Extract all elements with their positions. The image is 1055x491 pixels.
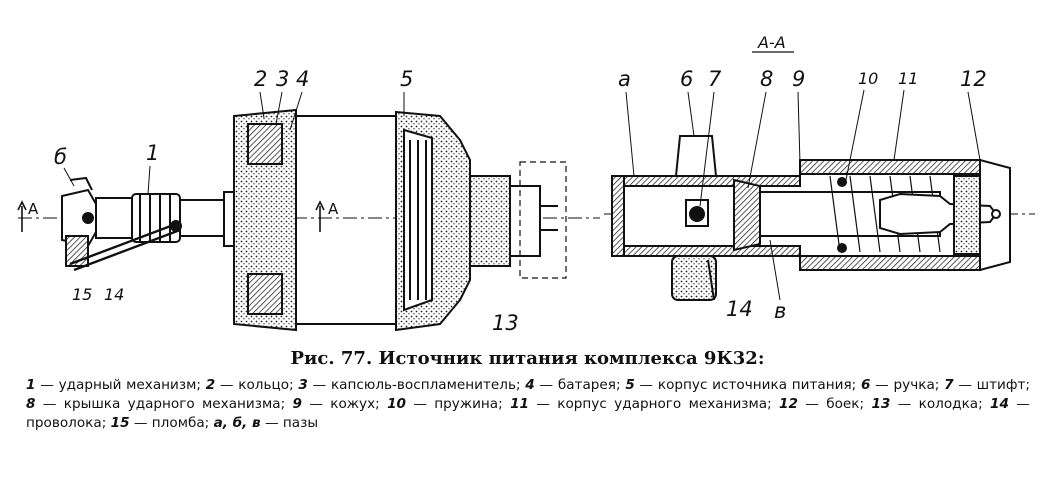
legend-item: 10 — пружина; — [387, 396, 503, 412]
legend-item: 3 — капсюль-воспламенитель; — [298, 377, 521, 393]
left-assembly-view — [17, 108, 600, 332]
callout-11: 11 — [898, 69, 918, 88]
legend-item: 1 — ударный механизм; — [26, 377, 201, 393]
callout-12: 12 — [960, 67, 987, 91]
legend-item: 15 — пломба; — [110, 415, 210, 431]
callout-6: 6 — [680, 67, 693, 91]
callout-10: 10 — [858, 69, 878, 88]
legend-item: 7 — штифт; — [944, 377, 1030, 393]
figure-caption: Рис. 77. Источник питания комплекса 9К32… — [0, 348, 1055, 369]
figure-number: Рис. 77. — [290, 348, 373, 369]
legend-item: 6 — ручка; — [860, 377, 940, 393]
callout-5: 5 — [400, 67, 413, 91]
section-mark-a-right: А — [328, 200, 339, 218]
callout-13: 13 — [492, 311, 519, 335]
technical-drawing: б 1 2 3 4 5 А А 13 15 14 — [17, 33, 1035, 335]
left-callouts: б 1 2 3 4 5 А А 13 15 14 — [28, 67, 519, 335]
legend-item: 11 — корпус ударного механизма; — [510, 396, 772, 412]
section-label: А-А — [757, 33, 786, 52]
legend-item: 12 — боек; — [779, 396, 865, 412]
callout-15: 15 — [72, 285, 92, 304]
legend-item: 13 — колодка; — [871, 396, 983, 412]
callout-1: 1 — [146, 141, 159, 165]
right-section-view — [604, 135, 1035, 301]
right-callouts: А-А а 6 7 8 9 10 11 12 14 в — [618, 33, 987, 323]
legend-item: 9 — кожух; — [292, 396, 380, 412]
legend-item: 2 — кольцо; — [205, 377, 294, 393]
callout-2: 2 — [254, 67, 267, 91]
legend-item: а, б, в — пазы — [213, 415, 319, 431]
callout-b: б — [54, 145, 67, 169]
callout-a: а — [618, 67, 631, 91]
legend-item: 14 — проволока; — [26, 396, 1030, 431]
callout-v: в — [774, 299, 786, 323]
callout-9: 9 — [792, 67, 805, 91]
section-mark-a-left: А — [28, 200, 39, 218]
callout-14-right: 14 — [726, 297, 753, 321]
legend-item: 4 — батарея; — [525, 377, 621, 393]
legend-item: 5 — корпус источника питания; — [625, 377, 857, 393]
figure-title: Источник питания комплекса 9К32: — [378, 348, 765, 369]
callout-3: 3 — [276, 67, 289, 91]
callout-4: 4 — [296, 67, 309, 91]
figure-legend: 1 — ударный механизм; 2 — кольцо; 3 — ка… — [26, 376, 1030, 433]
callout-14-left: 14 — [104, 285, 124, 304]
callout-8: 8 — [760, 67, 773, 91]
callout-7: 7 — [708, 67, 722, 91]
legend-item: 8 — крышка ударного механизма; — [26, 396, 286, 412]
